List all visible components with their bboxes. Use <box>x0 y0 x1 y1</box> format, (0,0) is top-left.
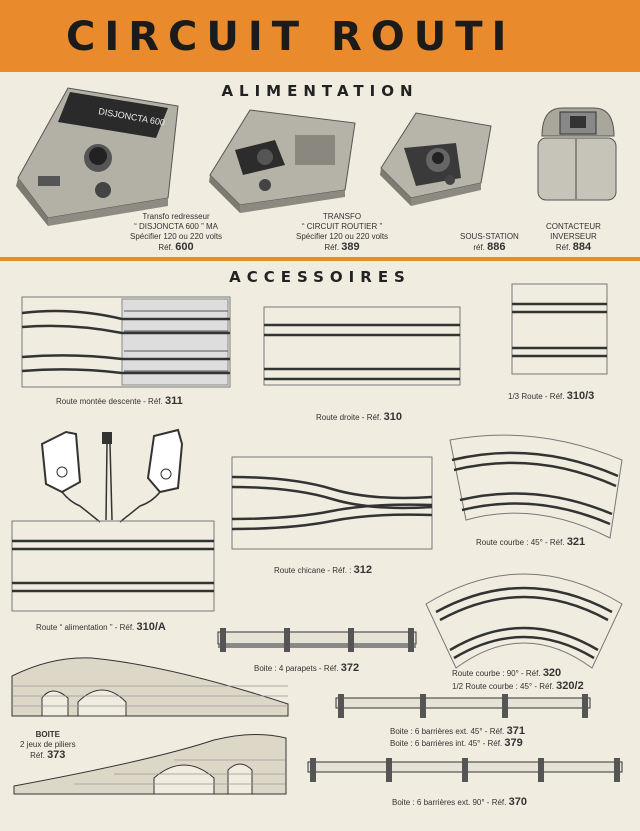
caption-320: Route courbe : 90° - Réf. 320 <box>452 667 562 679</box>
caption-379: Boite : 6 barrières int. 45° - Réf. 379 <box>390 737 523 749</box>
caption-311: Route montée descente - Réf. 311 <box>56 395 183 407</box>
barrieres-45-image <box>335 694 591 718</box>
section-title-accessoires: ACCESSOIRES <box>229 268 411 286</box>
page-title: CIRCUIT ROUTI <box>66 14 516 60</box>
caption-312: Route chicane - Réf. : 312 <box>274 564 372 576</box>
sous-station-886-image <box>380 112 492 206</box>
caption-372: Boite : 4 parapets - Réf. 372 <box>254 662 360 674</box>
barrieres-90-image <box>307 758 623 782</box>
section-divider <box>0 257 640 261</box>
track-321-image <box>449 434 623 539</box>
caption-886: SOUS-STATION réf. 886 <box>460 232 519 253</box>
disjoncta-600-image: DISJONCTA 600 <box>16 87 179 226</box>
caption-370: Boite : 6 barrières ext. 90° - Réf. 370 <box>392 796 527 808</box>
hand-controllers-image <box>40 428 184 523</box>
transfo-389-image <box>209 109 356 213</box>
pillars-top-image <box>11 657 289 717</box>
track-311-image <box>21 296 231 388</box>
title-banner: CIRCUIT ROUTI <box>0 0 640 72</box>
track-310-3-image <box>511 283 608 375</box>
caption-600: Transfo redresseur “ DISJONCTA 600 ” MA … <box>130 212 223 253</box>
caption-884: CONTACTEUR INVERSEUR Réf. 884 <box>546 222 601 253</box>
pillars-bottom-image <box>13 733 287 795</box>
track-310-image <box>263 306 461 386</box>
parapets-372-image <box>217 628 417 652</box>
track-310-a-image <box>11 520 215 612</box>
caption-371: Boite : 6 barrières ext. 45° - Réf. 371 <box>390 725 525 737</box>
track-312-image <box>231 456 433 550</box>
caption-310-a: Route “ alimentation ” - Réf. 310/A <box>36 621 166 633</box>
caption-389: TRANSFO “ CIRCUIT ROUTIER ” Spécifier 12… <box>296 212 389 253</box>
caption-373: BOITE 2 jeux de piliers Réf. 373 <box>20 730 76 761</box>
caption-320-2: 1/2 Route courbe : 45° - Réf. 320/2 <box>452 680 584 692</box>
caption-310: Route droite - Réf. 310 <box>316 411 402 423</box>
section-title-alimentation: ALIMENTATION <box>221 82 419 100</box>
caption-310-3: 1/3 Route - Réf. 310/3 <box>508 390 595 402</box>
caption-321: Route courbe : 45° - Réf. 321 <box>476 536 586 548</box>
contacteur-884-image <box>537 107 617 201</box>
track-320-image <box>425 573 623 669</box>
